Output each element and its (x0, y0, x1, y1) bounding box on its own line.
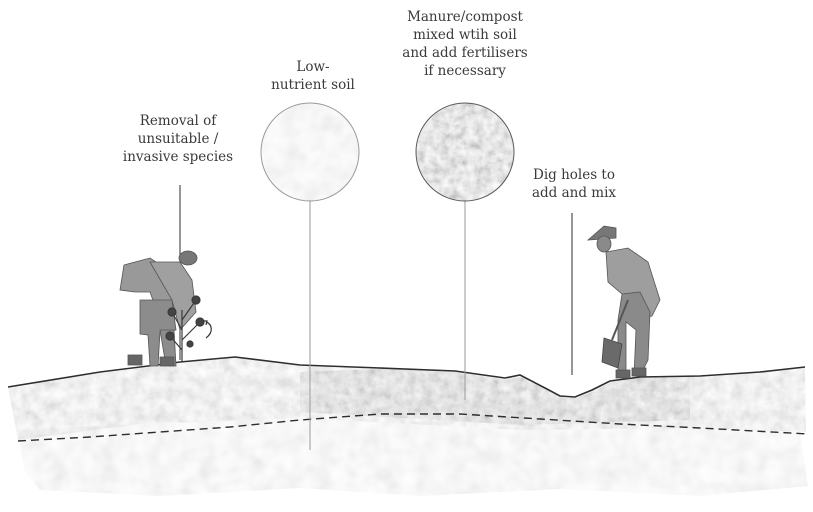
removal-label-line-3: invasive species (115, 148, 241, 166)
dig-label-line-1: Dig holes to (516, 166, 632, 184)
label-removal-of-invasive-species: Removal of unsuitable / invasive species (115, 112, 241, 166)
manure-label-line-2: mixed wtih soil (360, 26, 570, 44)
label-manure-compost: Manure/compost mixed wtih soil and add f… (360, 8, 570, 80)
gardener-with-backpack-icon (120, 251, 197, 366)
manure-label-line-4: if necessary (360, 62, 570, 80)
low-nutrient-label-line-2: nutrient soil (258, 76, 368, 94)
removal-label-line-1: Removal of (115, 112, 241, 130)
manure-label-line-3: and add fertilisers (360, 44, 570, 62)
label-dig-holes: Dig holes to add and mix (516, 166, 632, 202)
manure-label-line-1: Manure/compost (360, 8, 570, 26)
label-low-nutrient-soil: Low- nutrient soil (258, 58, 368, 94)
low-nutrient-label-line-1: Low- (258, 58, 368, 76)
removal-label-line-2: unsuitable / (115, 130, 241, 148)
gardener-digging-icon (588, 226, 660, 378)
dig-label-line-2: add and mix (516, 184, 632, 202)
subsoil-layer (18, 418, 808, 496)
